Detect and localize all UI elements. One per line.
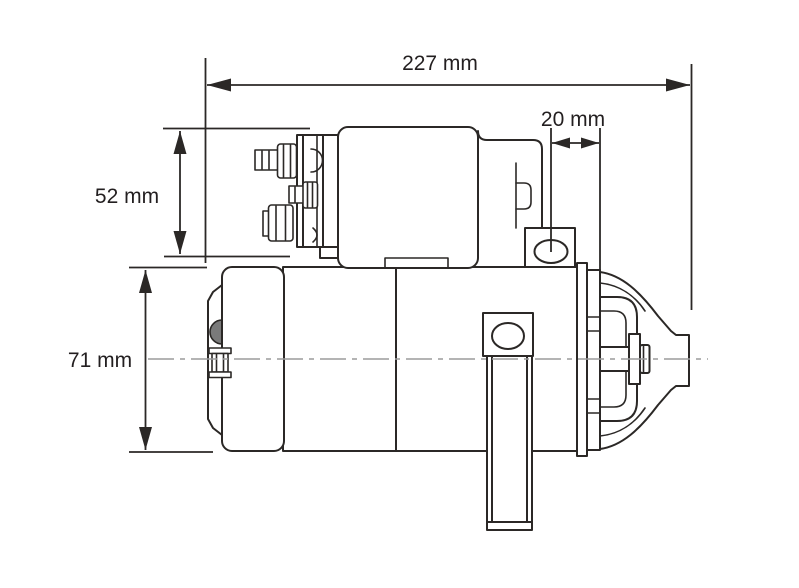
solenoid-body (337, 126, 479, 269)
dimension-mounting-flange-offset: 20 mm (541, 108, 605, 303)
dimension-label-body-height: 71 mm (68, 349, 132, 372)
arrowhead-top (173, 131, 187, 154)
solenoid (254, 126, 543, 269)
dimension-body-height: 71 mm (68, 266, 213, 453)
dimension-overall-length: 227 mm (204, 52, 693, 310)
solenoid-step-housing (477, 130, 543, 229)
end-cap-terminal-nut (208, 347, 232, 379)
dimension-solenoid-height: 52 mm (95, 127, 310, 258)
solenoid-mounting-collar (384, 257, 449, 268)
solenoid-plate-foot (319, 246, 339, 259)
mounting-ear (524, 227, 576, 268)
terminal-stud-top (254, 143, 298, 179)
terminal-stud-bottom (262, 204, 294, 242)
arrowhead-bottom (139, 427, 152, 450)
arrowhead-left (207, 78, 231, 92)
nose-cone-rib-top (599, 282, 646, 312)
nose-cone-rib-bottom (599, 407, 646, 437)
dimension-label-overall-length: 227 mm (402, 52, 478, 75)
bracket-ear-hole (491, 322, 525, 350)
arrowhead-left (552, 137, 570, 149)
bracket-leg (486, 355, 533, 531)
terminal-stud-middle (288, 181, 319, 209)
terminal-studs (254, 143, 319, 242)
arrowhead-right (666, 78, 690, 92)
drive-flange-ring-2 (586, 269, 601, 451)
dimension-label-mounting-flange-offset: 20 mm (541, 108, 605, 131)
arrowhead-bottom (173, 231, 187, 254)
arrowhead-right (581, 137, 599, 149)
arrowhead-top (139, 270, 152, 293)
dimension-label-solenoid-height: 52 mm (95, 185, 159, 208)
mounting-bracket-leg (482, 312, 534, 531)
